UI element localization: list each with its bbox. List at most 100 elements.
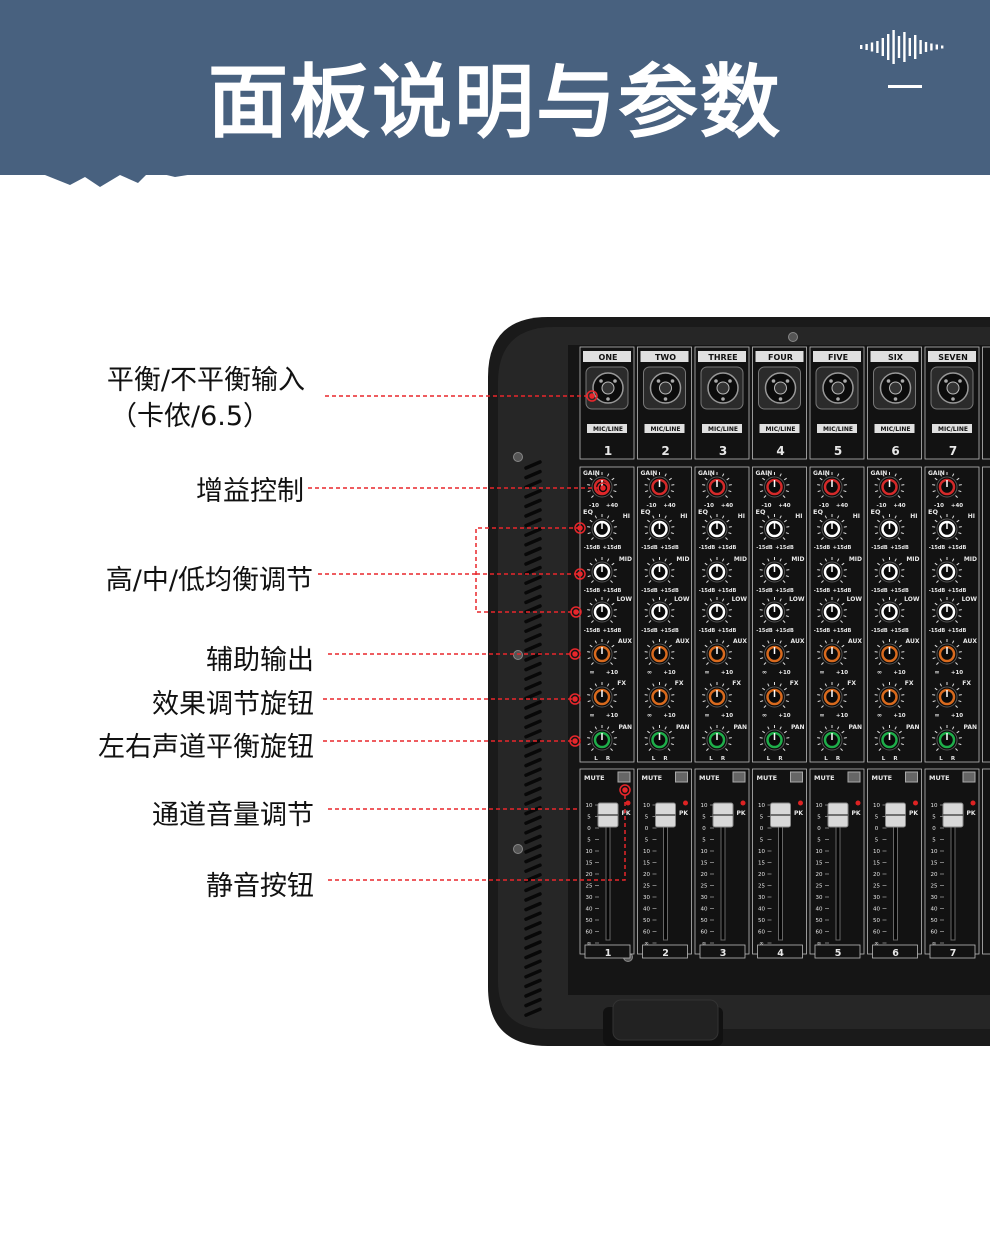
label-eq: 高/中/低均衡调节 <box>105 565 313 596</box>
eq-max: +15dB <box>948 628 967 634</box>
vent-slot <box>524 498 542 509</box>
knob-tick <box>817 490 821 493</box>
knob-tick <box>897 620 901 623</box>
knob-tick <box>952 473 955 477</box>
page-title: 面板说明与参数 <box>208 56 782 149</box>
knob-tick <box>760 532 764 535</box>
knob-tick <box>664 558 667 562</box>
number-plate <box>814 944 861 959</box>
mid-label: MID <box>619 556 632 563</box>
knob-tick <box>785 532 789 535</box>
knob-tick <box>782 705 786 708</box>
vent-slot <box>524 469 542 480</box>
fx-min: ∞ <box>935 712 940 719</box>
knob-tick <box>894 473 897 477</box>
pk-led <box>683 800 688 806</box>
eq-min: -15dB <box>871 545 888 551</box>
wave-bar <box>887 34 890 60</box>
vent-slot <box>524 661 542 672</box>
eq-min: -15dB <box>699 588 716 594</box>
vent-slot <box>524 757 542 768</box>
knob-tick <box>779 726 782 730</box>
knob-tick <box>591 580 594 583</box>
knob-tick <box>824 598 827 602</box>
fader-channel-number: 2 <box>662 948 669 959</box>
knob-tick <box>589 687 593 691</box>
aux-label: AUX <box>618 638 632 645</box>
knob-tick <box>648 580 652 583</box>
vent-slot <box>524 700 542 710</box>
knob-tick <box>762 730 766 734</box>
knob-tick <box>875 743 879 746</box>
vent-slot <box>524 479 542 489</box>
knob-tick <box>645 532 649 535</box>
knob-tick <box>722 473 725 477</box>
knob-tick <box>767 598 770 602</box>
vent-slot <box>524 690 542 701</box>
knob-tick <box>726 519 730 523</box>
knob-tick <box>589 730 593 734</box>
knob-tick <box>668 519 672 523</box>
knob-tick <box>824 683 827 687</box>
knob-tick <box>706 580 709 583</box>
gain-min: -10 <box>647 503 657 509</box>
knob-tick <box>877 519 881 523</box>
pan-r: R <box>836 756 841 762</box>
vent-slot <box>524 892 542 902</box>
knob-tick <box>932 615 936 618</box>
knob-tick <box>897 662 901 665</box>
knob-tick <box>817 657 821 660</box>
jack-label-plate <box>702 424 742 433</box>
fader-scale-label: 30 <box>643 895 650 901</box>
knob-tick <box>843 615 847 618</box>
knob-tick <box>706 620 709 623</box>
knob-tick <box>843 743 847 746</box>
fader-scale-label: 60 <box>758 930 765 936</box>
eq-max: +15dB <box>775 628 794 634</box>
gain-label: GAIN <box>756 470 773 477</box>
mute-label: MUTE <box>872 774 893 782</box>
knob-tick <box>952 515 955 519</box>
eq-label: EQ <box>698 508 708 516</box>
channel-name-plate <box>755 351 804 362</box>
low-label: LOW <box>847 596 863 603</box>
fader-scale-label: 60 <box>643 930 650 936</box>
knob-tick <box>824 640 827 644</box>
mute-button <box>617 771 631 783</box>
fx-label: FX <box>847 680 856 687</box>
fader-scale-label: 5 <box>702 815 706 821</box>
knob-tick <box>767 473 770 477</box>
knob-tick <box>932 700 936 703</box>
knob-tick <box>728 490 732 493</box>
knob-tick <box>767 726 770 730</box>
knob-tick <box>785 657 789 660</box>
pan-l: L <box>824 756 828 762</box>
knob-tick <box>726 730 730 734</box>
knob-tick <box>587 575 591 578</box>
eq-max: +15dB <box>775 588 794 594</box>
wave-bar <box>941 45 944 49</box>
knob-tick <box>762 519 766 523</box>
eq-max: +15dB <box>718 545 737 551</box>
knob-tick <box>594 473 597 477</box>
knob-tick <box>607 640 610 644</box>
channel-number: 6 <box>891 444 899 458</box>
knob-tick <box>611 644 615 648</box>
jack-center <box>601 381 615 395</box>
knob-tick <box>819 477 823 481</box>
gain-min: -10 <box>589 503 599 509</box>
fader-scale-label: 0 <box>817 826 821 832</box>
hi-label: HI <box>738 513 745 520</box>
knob-tick <box>594 726 597 730</box>
jack-center <box>889 381 902 395</box>
jack-label: MIC/LINE <box>593 426 623 433</box>
knob-tick <box>587 743 591 746</box>
knob-tick <box>725 537 728 540</box>
number-plate <box>642 944 688 959</box>
number-plate <box>872 944 918 959</box>
knob-tick <box>894 515 897 519</box>
knob-tick <box>934 477 938 481</box>
knob-tick <box>821 705 824 708</box>
knob-tick <box>648 537 652 540</box>
knob-tick <box>647 644 651 648</box>
